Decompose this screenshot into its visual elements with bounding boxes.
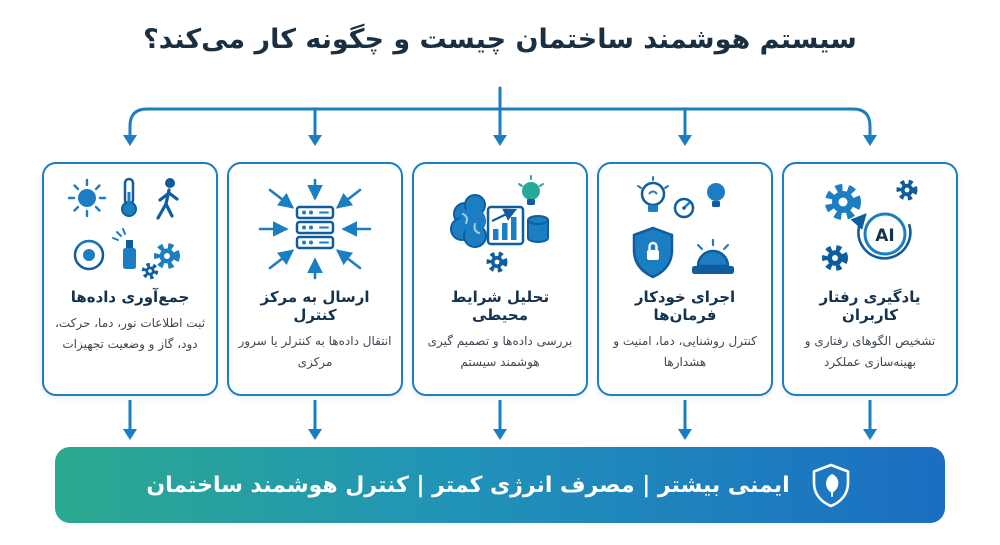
steps-row: جمع‌آوری داده‌ها ثبت اطلاعات نور، دما، ح… (0, 162, 1000, 396)
infographic-title: سیستم هوشمند ساختمان چیست و چگونه کار می… (143, 24, 857, 55)
down-arrow (412, 400, 588, 442)
bulbs-shield-siren-icon (620, 174, 750, 284)
sensors-icon (65, 174, 195, 284)
card-title: ارسال به مرکز کنترل (260, 288, 370, 324)
ai-label: AI (875, 226, 894, 246)
card-user-behavior-learning: AI یادگیری رفتار کاربران تشخیص الگوهای ر… (782, 162, 958, 396)
card-description: ثبت اطلاعات نور، دما، حرکت، دود، گاز و و… (54, 316, 206, 351)
down-arrow (227, 400, 403, 442)
card-description: کنترل روشنایی، دما، امنیت و هشدارها (613, 334, 757, 369)
card-title: تحلیل شرایط محیطی (450, 288, 550, 324)
summary-banner: ایمنی بیشتر | مصرف انرژی کمتر | کنترل هو… (55, 447, 945, 523)
card-data-collection: جمع‌آوری داده‌ها ثبت اطلاعات نور، دما، ح… (42, 162, 218, 396)
card-send-to-control-center: ارسال به مرکز کنترل انتقال داده‌ها به کن… (227, 162, 403, 396)
cards-to-banner-arrows (0, 400, 1000, 442)
card-description: بررسی داده‌ها و تصمیم گیری هوشمند سیستم (427, 334, 573, 369)
down-arrow (782, 400, 958, 442)
branch-connector-arrows (123, 86, 877, 146)
banner-text: ایمنی بیشتر | مصرف انرژی کمتر | کنترل هو… (146, 472, 790, 498)
card-title: جمع‌آوری داده‌ها (70, 288, 190, 306)
card-description: تشخیص الگوهای رفتاری و بهینه‌سازی عملکرد (804, 334, 936, 369)
brain-analytics-icon (435, 174, 565, 284)
card-title: یادگیری رفتار کاربران (819, 288, 921, 324)
server-inbound-arrows-icon (250, 174, 380, 284)
down-arrow (42, 400, 218, 442)
card-environment-analysis: تحلیل شرایط محیطی بررسی داده‌ها و تصمیم … (412, 162, 588, 396)
down-arrow (597, 400, 773, 442)
shield-leaf-icon (808, 462, 854, 508)
ai-gears-icon: AI (805, 174, 935, 284)
card-automatic-commands: اجرای خودکار فرمان‌ها کنترل روشنایی، دما… (597, 162, 773, 396)
card-title: اجرای خودکار فرمان‌ها (634, 288, 736, 324)
card-description: انتقال داده‌ها به کنترلر یا سرور مرکزی (238, 334, 392, 369)
